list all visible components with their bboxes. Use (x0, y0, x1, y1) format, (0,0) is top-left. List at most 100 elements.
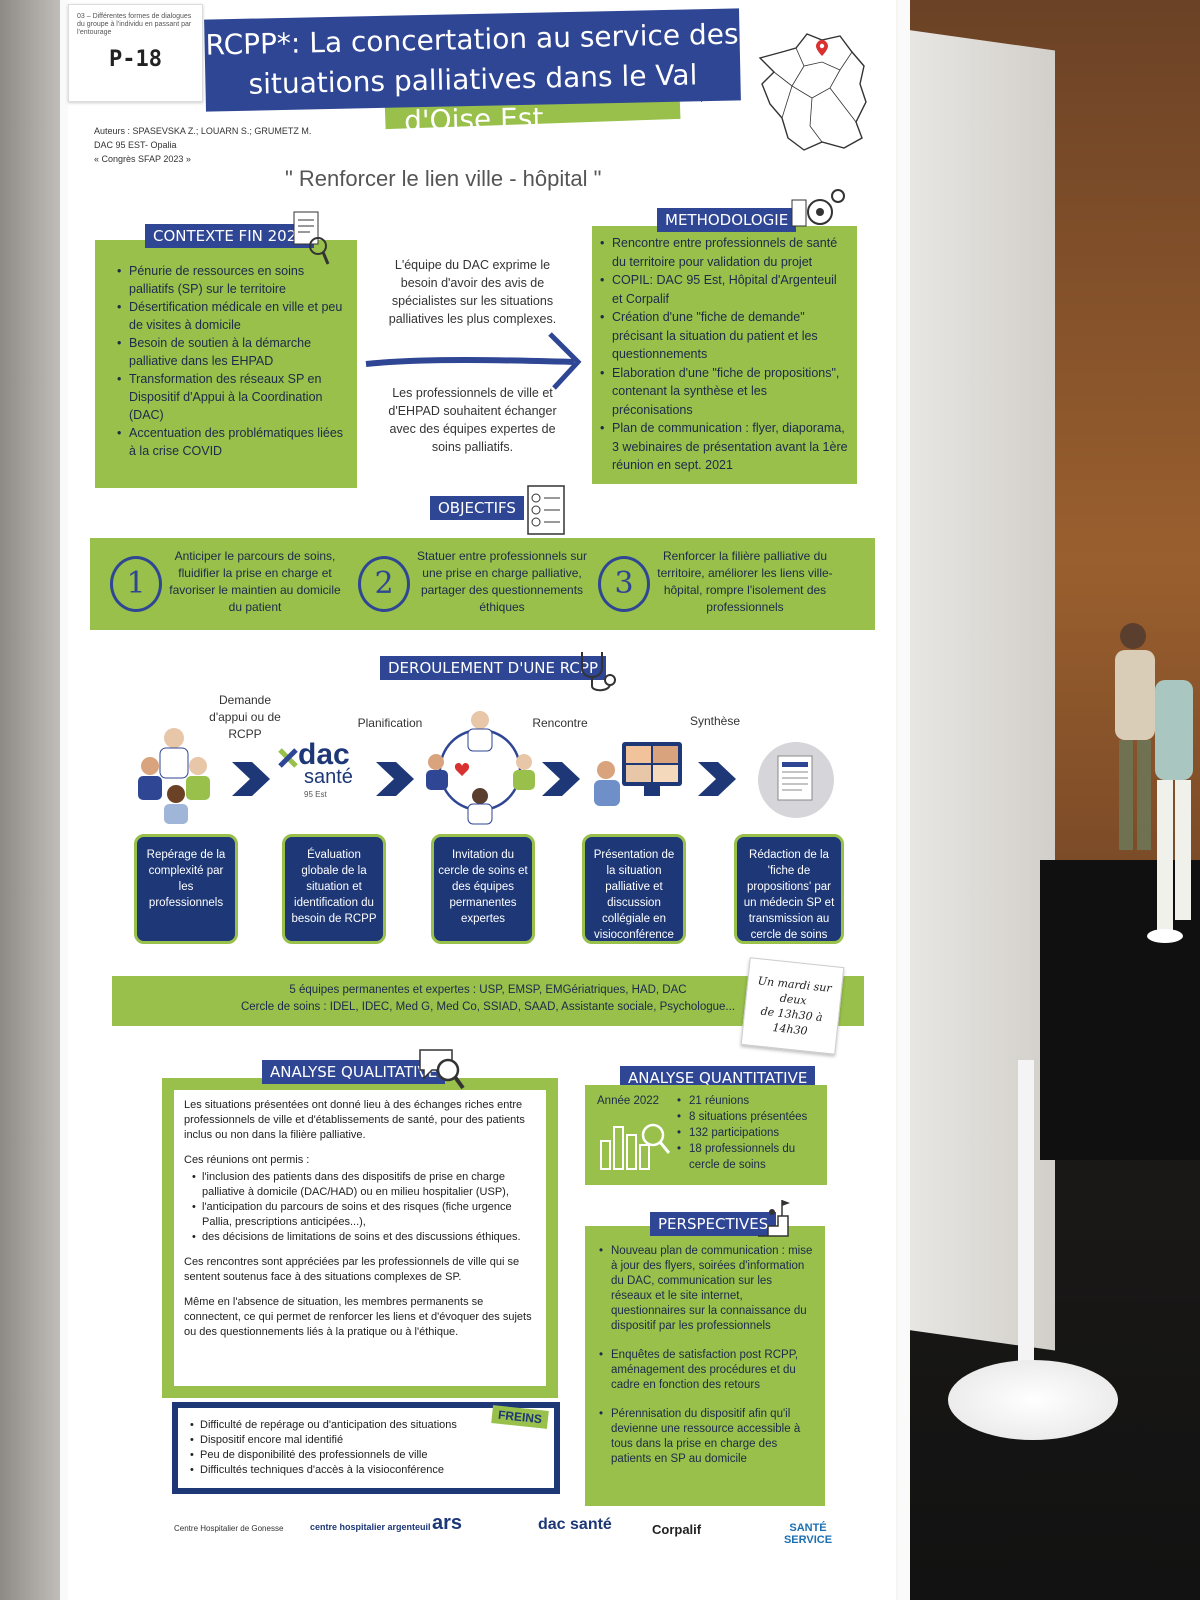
methodology-item: COPIL: DAC 95 Est, Hôpital d'Argenteuil … (600, 271, 849, 308)
qualitative-item: des décisions de limitations de soins et… (192, 1230, 536, 1245)
context-item: Désertification médicale en ville et peu… (117, 298, 347, 334)
process-step-box: Évaluation globale de la situation et id… (282, 834, 386, 944)
qualitative-box: Les situations présentées ont donné lieu… (162, 1078, 558, 1398)
logo-argenteuil: centre hospitalier argenteuil (310, 1522, 431, 1532)
authors-names: Auteurs : SPASEVSKA Z.; LOUARN S.; GRUME… (94, 126, 312, 136)
chevron-right-icon (698, 762, 736, 796)
methodology-item: Création d'une "fiche de demande" précis… (600, 308, 849, 364)
freins-list: Difficulté de repérage ou d'anticipation… (190, 1418, 542, 1478)
authors-affiliation: DAC 95 EST- Opalia (94, 140, 177, 150)
objectives-label: OBJECTIFS (430, 496, 524, 520)
quantitative-item: 21 réunions (677, 1093, 823, 1109)
context-label: CONTEXTE FIN 2020 (145, 224, 314, 248)
quantitative-year: Année 2022 (597, 1095, 660, 1107)
process-step-box: Rédaction de la 'fiche de propositions' … (734, 834, 844, 944)
step-label: Synthèse (689, 714, 741, 728)
qualitative-paragraph: Les situations présentées ont donné lieu… (184, 1099, 525, 1141)
big-arrow (365, 332, 582, 390)
document-magnifier-icon (293, 211, 330, 265)
floor (1040, 860, 1200, 1160)
qualitative-label: ANALYSE QUALITATIVE (262, 1060, 446, 1084)
chevron-right-icon (542, 762, 580, 796)
context-item: Pénurie de ressources en soins palliatif… (117, 262, 347, 298)
speech-magnifier-icon (419, 1049, 465, 1090)
document-report-icon (758, 742, 834, 818)
logo-sante-service: SANTÉ SERVICE (783, 1522, 833, 1546)
objective-text: Statuer entre professionnels sur une pri… (416, 549, 588, 614)
stairs-flag-icon (758, 1200, 790, 1237)
methodology-item: Elaboration d'une "fiche de propositions… (600, 364, 849, 420)
videoconference-icon (594, 742, 682, 806)
stand-base (948, 1360, 1118, 1440)
authors-block: Auteurs : SPASEVSKA Z.; LOUARN S.; GRUME… (94, 124, 311, 166)
authors-congress: « Congrès SFAP 2023 » (94, 154, 191, 164)
partner-logos: Centre Hospitalier de Gonesse centre hos… (170, 1506, 840, 1556)
process-step-box: Invitation du cercle de soins et des équ… (431, 834, 535, 944)
qualitative-list: l'inclusion des patients dans des dispos… (192, 1170, 536, 1245)
methodology-list: Rencontre entre professionnels de santé … (600, 234, 849, 475)
context-item: Accentuation des problématiques liées à … (117, 424, 347, 460)
teams-line-1: 5 équipes permanentes et expertes : USP,… (289, 984, 687, 996)
poster-code: P-18 (109, 47, 162, 72)
dac-logo-sub: santé (304, 766, 353, 788)
objective-number: 3 (598, 556, 650, 612)
stethoscope-icon (581, 652, 616, 692)
objective-number: 2 (358, 556, 410, 612)
perspectives-list: Nouveau plan de communication : mise à j… (599, 1244, 815, 1467)
dac-logo-text: dac (298, 738, 350, 771)
schedule-note: Un mardi sur deux de 13h30 à 14h30 (740, 957, 845, 1055)
context-box: Pénurie de ressources en soins palliatif… (95, 240, 357, 488)
perspectives-item: Enquêtes de satisfaction post RCPP, amén… (599, 1348, 815, 1393)
objectives-band (90, 538, 875, 630)
freins-item: Difficulté de repérage ou d'anticipation… (190, 1418, 542, 1433)
step-label: Demande d'appui ou de RCPP (209, 693, 281, 741)
poster-tagline: " Renforcer le lien ville - hôpital " (285, 166, 602, 191)
quantitative-box: Année 2022 21 réunions 8 situations prés… (585, 1085, 827, 1185)
process-step-box: Repérage de la complexité par les profes… (134, 834, 238, 944)
chevron-right-icon (232, 762, 270, 796)
qualitative-paragraph: Ces rencontres sont appréciées par les p… (184, 1256, 520, 1283)
methodology-item: Rencontre entre professionnels de santé … (600, 234, 849, 271)
tag-session-text: 03 – Différentes formes de dialogues du … (77, 13, 192, 36)
perspectives-box: Nouveau plan de communication : mise à j… (585, 1226, 825, 1506)
qualitative-content: Les situations présentées ont donné lieu… (174, 1090, 546, 1386)
care-circle-icon (426, 711, 535, 825)
checklist-icon (527, 485, 565, 535)
professionals-need-text: Les professionnels de ville et d'EHPAD s… (388, 386, 557, 454)
qualitative-item: l'anticipation du parcours de soins et d… (192, 1200, 536, 1230)
freins-item: Difficultés techniques d'accès à la visi… (190, 1463, 542, 1478)
title-footnote: *Réunion de concertation pluridisciplina… (512, 92, 740, 103)
freins-box: Difficulté de repérage ou d'anticipation… (172, 1402, 560, 1494)
objective-number: 1 (110, 556, 162, 612)
freins-item: Dispositif encore mal identifié (190, 1433, 542, 1448)
context-item: Besoin de soutien à la démarche palliati… (117, 334, 347, 370)
france-map-icon (758, 33, 867, 151)
objective-text: Renforcer la filière palliative du terri… (657, 549, 833, 614)
stand-pole (1018, 1060, 1034, 1400)
dac-x-icon (278, 748, 298, 768)
teams-band: 5 équipes permanentes et expertes : USP,… (112, 976, 864, 1026)
gears-people-icon (791, 189, 845, 227)
dac-need-text: L'équipe du DAC exprime le besoin d'avoi… (388, 258, 557, 326)
methodology-item: Plan de communication : flyer, diaporama… (600, 419, 849, 475)
qualitative-paragraph: Même en l'absence de situation, les memb… (184, 1296, 532, 1338)
logo-corpalif: Corpalif (652, 1522, 702, 1537)
dac-logo-region: 95 Est (304, 790, 327, 799)
chevron-right-icon (376, 762, 414, 796)
context-list: Pénurie de ressources en soins palliatif… (117, 262, 347, 460)
perspectives-label: PERSPECTIVES (650, 1212, 777, 1236)
quantitative-item: 8 situations présentées (677, 1109, 823, 1125)
freins-item: Peu de disponibilité des professionnels … (190, 1448, 542, 1463)
care-team-icon (138, 728, 210, 824)
qualitative-paragraph: Ces réunions ont permis : (184, 1154, 310, 1166)
methodology-label: METHODOLOGIE (657, 208, 797, 232)
bar-chart-magnifier-icon (600, 1123, 671, 1170)
perspectives-item: Pérennisation du dispositif afin qu'il d… (599, 1407, 815, 1467)
process-step-box: Présentation de la situation palliative … (582, 834, 686, 944)
logo-dac: dac santé (538, 1516, 612, 1533)
logo-gonesse: Centre Hospitalier de Gonesse (174, 1524, 284, 1533)
qualitative-item: l'inclusion des patients dans des dispos… (192, 1170, 536, 1200)
quantitative-list: 21 réunions 8 situations présentées 132 … (677, 1093, 823, 1173)
quantitative-item: 132 participations (677, 1125, 823, 1141)
process-label: DEROULEMENT D'UNE RCPP (380, 656, 606, 680)
